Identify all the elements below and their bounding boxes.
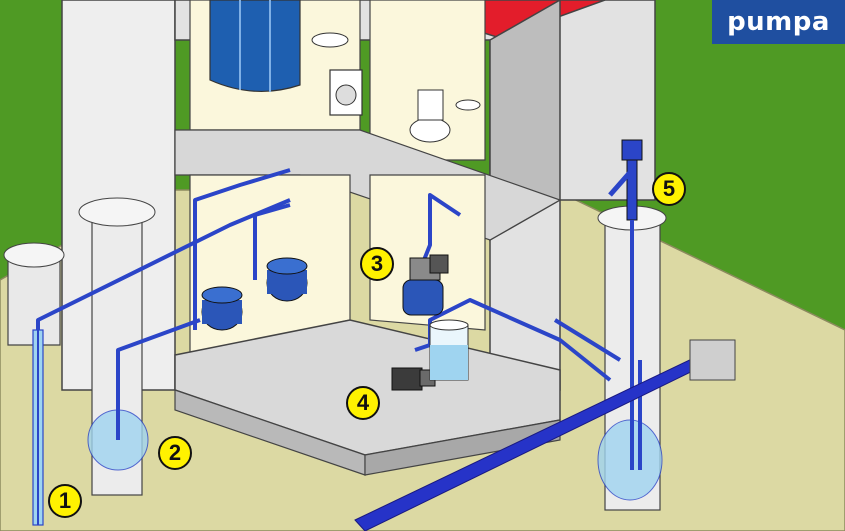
toilet <box>409 117 451 143</box>
marker-4: 4 <box>346 386 380 420</box>
bathroom-sink <box>311 32 349 48</box>
surface-pump <box>391 367 436 391</box>
toilet-room <box>369 0 486 161</box>
pressure-tank-left <box>201 286 243 331</box>
hydrophore-pump-set <box>402 254 449 316</box>
marker-5: 5 <box>652 172 686 206</box>
water-storage-tank <box>429 319 469 381</box>
hand-pump <box>608 139 643 221</box>
pumpa-logo: pumpa <box>712 0 845 44</box>
marker-3: 3 <box>360 247 394 281</box>
marker-1: 1 <box>48 484 82 518</box>
drain-grate <box>689 339 736 381</box>
marker-2: 2 <box>158 436 192 470</box>
pressure-tank-right <box>266 257 308 302</box>
shower-cabin <box>209 0 301 92</box>
